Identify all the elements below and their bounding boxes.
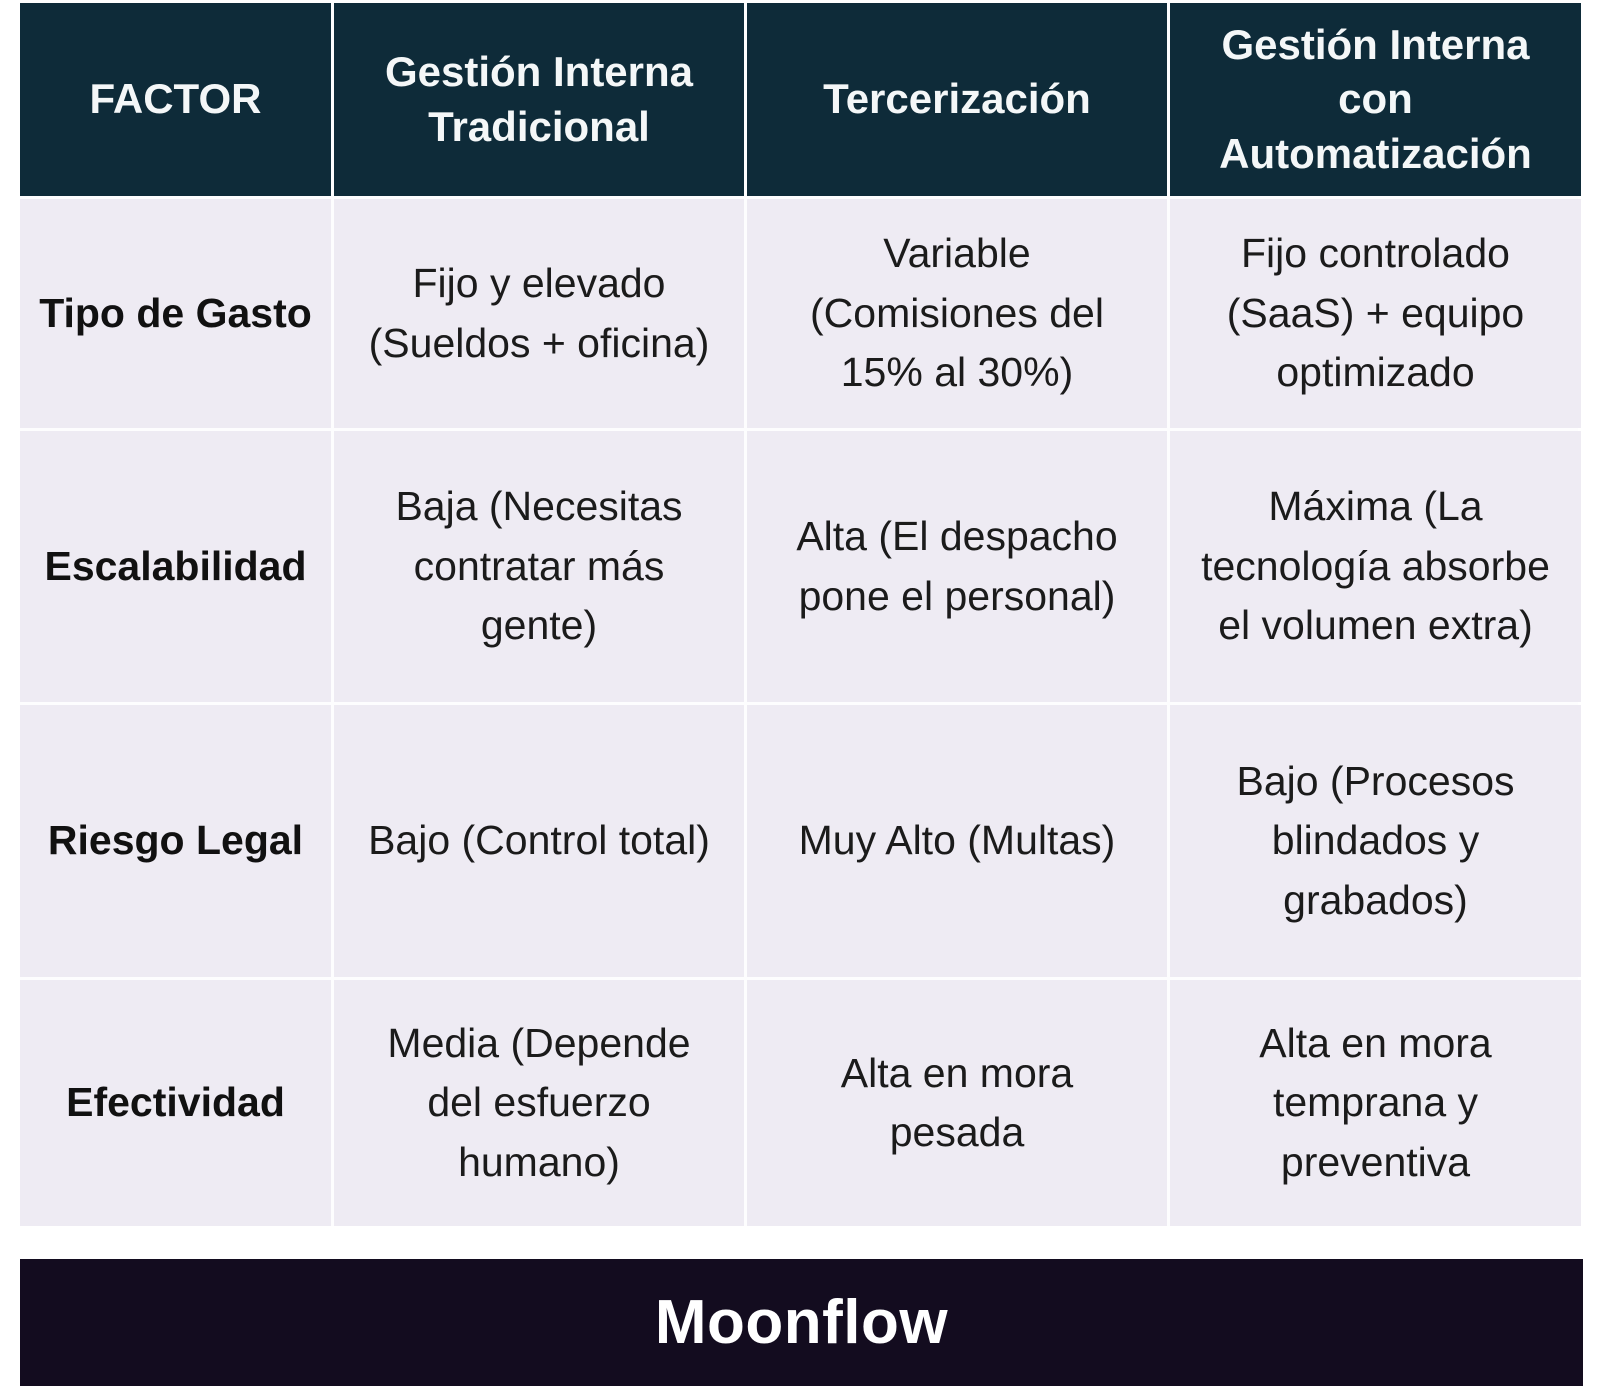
- header-cell-automation: Gestión Interna con Automatización: [1170, 3, 1581, 196]
- row-label-escalabilidad: Escalabilidad: [20, 431, 331, 702]
- header-cell-factor: FACTOR: [20, 3, 331, 196]
- cell-efectividad-traditional: Media (Depende del esfuerzo humano): [334, 980, 744, 1226]
- cell-tipo-outsourcing: Variable (Comisiones del 15% al 30%): [747, 199, 1167, 428]
- cell-escalabilidad-traditional: Baja (Necesitas contratar más gente): [334, 431, 744, 702]
- header-cell-outsourcing: Tercerización: [747, 3, 1167, 196]
- cell-riesgo-traditional: Bajo (Control total): [334, 705, 744, 977]
- cell-escalabilidad-automation: Máxima (La tecnología absorbe el volumen…: [1170, 431, 1581, 702]
- brand-footer: Moonflow: [20, 1259, 1583, 1386]
- cell-tipo-traditional: Fijo y elevado (Sueldos + oficina): [334, 199, 744, 428]
- row-label-efectividad: Efectividad: [20, 980, 331, 1226]
- cell-escalabilidad-outsourcing: Alta (El despacho pone el personal): [747, 431, 1167, 702]
- cell-riesgo-automation: Bajo (Procesos blindados y grabados): [1170, 705, 1581, 977]
- comparison-table: FACTOR Gestión Interna Tradicional Terce…: [20, 3, 1581, 1226]
- cell-tipo-automation: Fijo controlado (SaaS) + equipo optimiza…: [1170, 199, 1581, 428]
- cell-riesgo-outsourcing: Muy Alto (Multas): [747, 705, 1167, 977]
- row-label-riesgo-legal: Riesgo Legal: [20, 705, 331, 977]
- row-label-tipo-de-gasto: Tipo de Gasto: [20, 199, 331, 428]
- moonflow-logo: Moonflow: [654, 1288, 949, 1357]
- cell-efectividad-automation: Alta en mora temprana y preventiva: [1170, 980, 1581, 1226]
- header-cell-traditional: Gestión Interna Tradicional: [334, 3, 744, 196]
- cell-efectividad-outsourcing: Alta en mora pesada: [747, 980, 1167, 1226]
